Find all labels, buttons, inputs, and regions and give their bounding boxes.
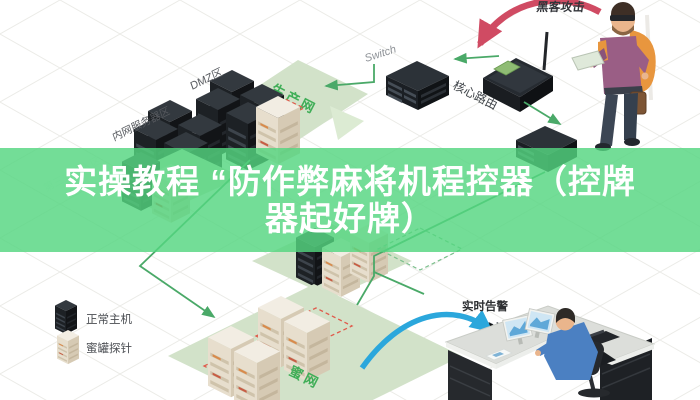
hacker-leg [600,94,618,146]
monitor-right [524,308,556,339]
router-antenna [542,31,549,71]
link-switch-production [324,64,375,91]
hacker-leg [624,93,638,140]
link-branch [373,271,425,295]
telephone-icon [586,331,620,344]
operator-figure [535,307,598,380]
attack-arrow [477,0,602,49]
hacker-attack-label: 黑客攻击 [536,0,586,14]
headline-line-1: 实操教程 “防作弊麻将机程控器（控牌 [64,162,636,200]
headline-banner: 实操教程 “防作弊麻将机程控器（控牌 器起好牌） [0,148,700,252]
hacker-torso [600,36,642,94]
monitor-left [502,314,533,345]
headline-line-2: 器起好牌） [265,200,435,237]
honeynet-zone: 蜜网 [168,284,462,400]
sunglasses-icon [610,15,635,21]
beige-server-icon [57,330,79,365]
link-router-edge [523,101,562,125]
operator-workstation [444,305,656,400]
link-router-switch [453,52,500,64]
honeypot-tower [234,340,280,400]
hacker-beard [612,25,634,36]
tablet [571,50,605,71]
hacker-hair [611,2,635,19]
legend-normal-host-label: 正常主机 [86,312,132,326]
platform-decor-triangle [330,106,364,140]
operator-body [544,322,598,380]
legend-honeypot-probe-label: 蜜罐探针 [86,341,132,355]
black-server-icon [55,300,77,335]
realtime-alert-label: 实时告警 [462,299,508,313]
core-switch: Switch [363,43,449,110]
hacker-figure [571,2,656,151]
operator-hair [555,307,575,323]
router-screen [493,60,521,76]
legend: 正常主机 蜜罐探针 [55,300,132,365]
alert-arrow [359,309,494,370]
